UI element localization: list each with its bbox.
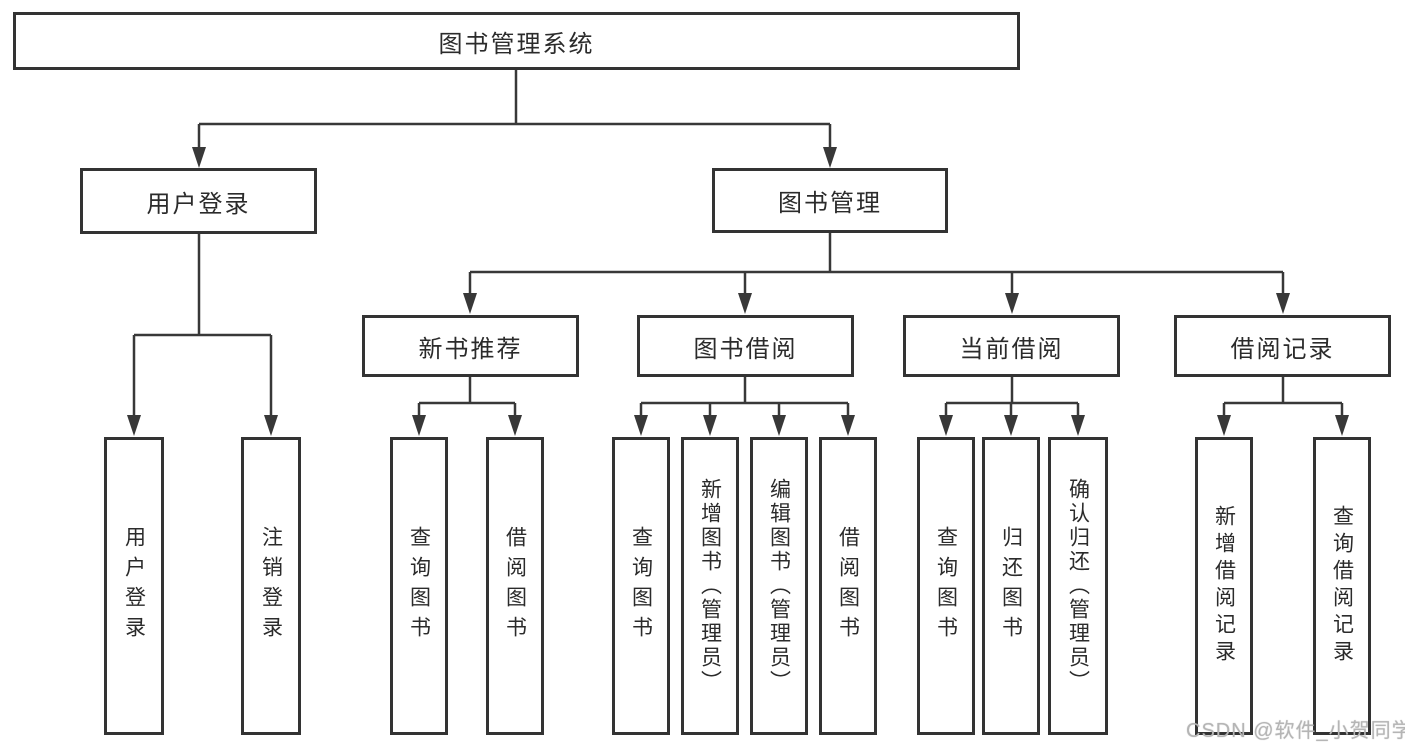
node-borrow-records: 借阅记录 xyxy=(1174,315,1391,377)
leaf-user-login-label: 用户登录 xyxy=(122,526,146,646)
leaf-return-books: 归还图书 xyxy=(982,437,1040,735)
leaf-query-books-recommend: 查询图书 xyxy=(390,437,448,735)
leaf-edit-books-admin: 编辑图书（管理员） xyxy=(750,437,808,735)
leaf-add-borrow-record: 新增借阅记录 xyxy=(1195,437,1253,735)
leaf-query-books-borrow: 查询图书 xyxy=(612,437,670,735)
leaf-user-login: 用户登录 xyxy=(104,437,164,735)
leaf-confirm-return-admin: 确认归还（管理员） xyxy=(1048,437,1108,735)
csdn-watermark: CSDN @软件_小贺同学 xyxy=(1186,720,1405,742)
node-root-system: 图书管理系统 xyxy=(13,12,1020,70)
leaf-add-books-admin: 新增图书（管理员） xyxy=(681,437,739,735)
leaf-confirm-return-admin-label: 确认归还（管理员） xyxy=(1066,478,1090,694)
leaf-add-borrow-record-label: 新增借阅记录 xyxy=(1212,505,1236,667)
leaf-return-books-label: 归还图书 xyxy=(999,526,1023,646)
leaf-query-borrow-record-label: 查询借阅记录 xyxy=(1330,505,1354,667)
node-user-login: 用户登录 xyxy=(80,168,317,234)
leaf-borrow-books-recommend-label: 借阅图书 xyxy=(503,526,527,646)
arrowheads xyxy=(127,147,1349,436)
leaf-add-books-admin-label: 新增图书（管理员） xyxy=(698,478,722,694)
node-current-borrow: 当前借阅 xyxy=(903,315,1120,377)
leaf-query-borrow-record: 查询借阅记录 xyxy=(1313,437,1371,735)
node-new-book-recommend: 新书推荐 xyxy=(362,315,579,377)
node-book-management: 图书管理 xyxy=(712,168,948,233)
leaf-edit-books-admin-label: 编辑图书（管理员） xyxy=(767,478,791,694)
leaf-query-books-borrow-label: 查询图书 xyxy=(629,526,653,646)
leaf-query-books-current-label: 查询图书 xyxy=(934,526,958,646)
leaf-borrow-books-label: 借阅图书 xyxy=(836,526,860,646)
leaf-query-books-current: 查询图书 xyxy=(917,437,975,735)
leaf-logout-login: 注销登录 xyxy=(241,437,301,735)
leaf-borrow-books-recommend: 借阅图书 xyxy=(486,437,544,735)
leaf-logout-login-label: 注销登录 xyxy=(259,526,283,646)
node-book-borrow: 图书借阅 xyxy=(637,315,854,377)
leaf-query-books-recommend-label: 查询图书 xyxy=(407,526,431,646)
leaf-borrow-books: 借阅图书 xyxy=(819,437,877,735)
